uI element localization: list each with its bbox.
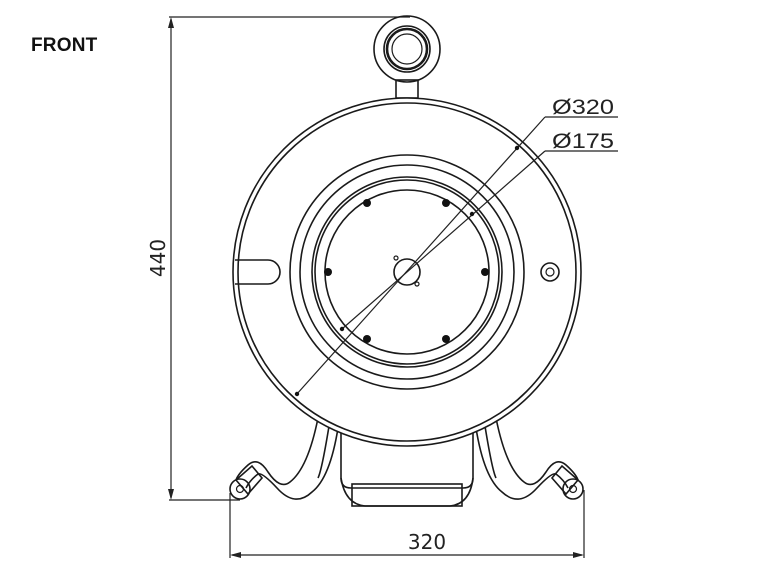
diameter-175-label: Ø175 — [552, 130, 614, 153]
top-handle — [373, 15, 441, 99]
diameter-320-leader: Ø320 — [294, 96, 618, 397]
height-dimension-label: 440 — [146, 239, 170, 277]
center-hub — [393, 255, 421, 287]
stand-frame — [229, 417, 584, 507]
width-dimension-label: 320 — [408, 530, 446, 554]
right-indicator-hole — [540, 262, 560, 282]
width-dimension: 320 — [229, 490, 585, 558]
left-foot-cap — [229, 464, 264, 500]
right-foot-cap — [550, 464, 584, 500]
left-slot — [235, 259, 281, 285]
diameter-320-label: Ø320 — [552, 96, 614, 119]
height-dimension: 440 — [146, 16, 410, 501]
diameter-175-leader: Ø175 — [339, 130, 618, 332]
bolt-holes — [324, 199, 489, 343]
view-label: FRONT — [31, 35, 98, 56]
